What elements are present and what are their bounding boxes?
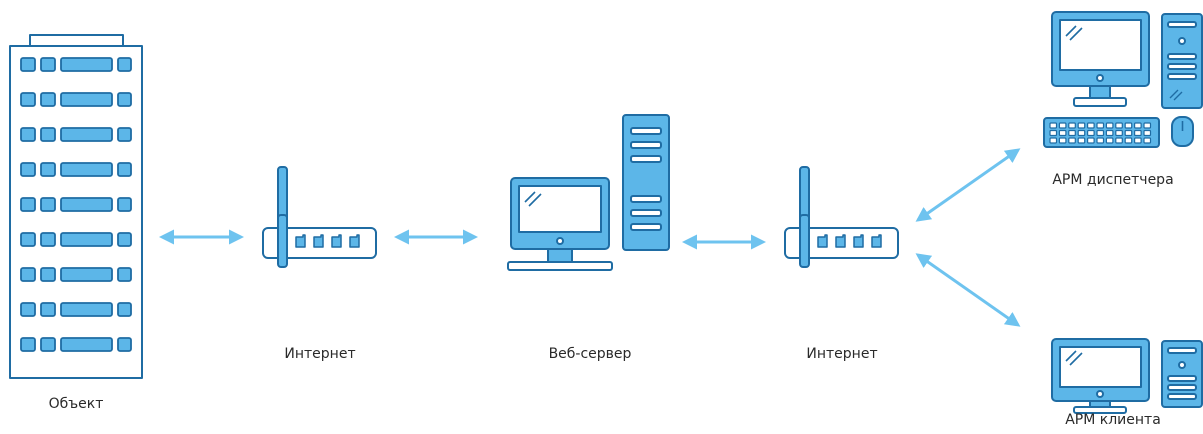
node-label-internet-1: Интернет <box>284 346 356 362</box>
window-icon <box>40 92 56 107</box>
key-icon <box>1096 122 1105 129</box>
window-icon <box>40 337 56 352</box>
key-icon <box>1058 137 1067 144</box>
key-icon <box>1105 137 1114 144</box>
window-icon <box>40 127 56 142</box>
window-icon <box>40 197 56 212</box>
node-label-internet-2: Интернет <box>806 346 878 362</box>
key-icon <box>1086 122 1095 129</box>
window-icon <box>60 267 113 282</box>
key-icon <box>1115 129 1123 137</box>
desktop-pc-icon <box>1051 338 1203 414</box>
node-label-object: Объект <box>48 396 104 412</box>
window-icon <box>117 57 132 72</box>
key-icon <box>1124 129 1133 137</box>
window-icon <box>117 232 132 247</box>
key-icon <box>1049 129 1058 137</box>
key-icon <box>1115 122 1123 129</box>
key-icon <box>1086 137 1095 144</box>
window-icon <box>60 337 113 352</box>
window-icon <box>20 232 36 247</box>
window-icon <box>40 302 56 317</box>
window-icon <box>40 267 56 282</box>
key-icon <box>1068 137 1076 144</box>
key-icon <box>1086 129 1095 137</box>
window-icon <box>20 197 36 212</box>
server-workstation-icon <box>507 114 670 271</box>
node-label-arm-dispatcher: АРМ диспетчера <box>1052 172 1174 188</box>
key-icon <box>1115 137 1123 144</box>
key-icon <box>1077 122 1086 129</box>
key-icon <box>1133 122 1142 129</box>
node-label-web-server: Веб-сервер <box>548 346 632 362</box>
key-icon <box>1133 137 1142 144</box>
window-icon <box>117 197 132 212</box>
window-icon <box>20 127 36 142</box>
window-icon <box>117 337 132 352</box>
key-icon <box>1105 122 1114 129</box>
key-icon <box>1124 122 1133 129</box>
window-icon <box>20 162 36 177</box>
window-icon <box>60 232 113 247</box>
key-icon <box>1143 129 1152 137</box>
connection-arrows <box>159 148 1021 327</box>
window-icon <box>60 162 113 177</box>
node-label-arm-client: АРМ клиента <box>1065 412 1161 428</box>
desktop-pc-icon <box>1043 11 1203 148</box>
window-icon <box>117 92 132 107</box>
window-icon <box>117 267 132 282</box>
window-icon <box>40 232 56 247</box>
window-icon <box>20 57 36 72</box>
window-icon <box>40 57 56 72</box>
key-icon <box>1096 137 1105 144</box>
window-icon <box>60 197 113 212</box>
window-icon <box>117 162 132 177</box>
key-icon <box>1068 129 1076 137</box>
window-icon <box>60 57 113 72</box>
key-icon <box>1049 137 1058 144</box>
key-icon <box>1096 129 1105 137</box>
key-icon <box>1058 122 1067 129</box>
key-icon <box>1068 122 1076 129</box>
key-icon <box>1058 129 1067 137</box>
arrow-internet-client <box>915 253 1021 327</box>
key-icon <box>1049 122 1058 129</box>
key-icon <box>1077 137 1086 144</box>
window-icon <box>117 127 132 142</box>
key-icon <box>1143 137 1152 144</box>
key-icon <box>1077 129 1086 137</box>
window-icon <box>20 92 36 107</box>
key-icon <box>1143 122 1152 129</box>
building-icon <box>9 34 143 379</box>
window-icon <box>60 127 113 142</box>
router-icon <box>784 166 899 268</box>
router-icon <box>262 166 377 268</box>
window-icon <box>20 302 36 317</box>
window-icon <box>40 162 56 177</box>
key-icon <box>1133 129 1142 137</box>
window-icon <box>60 92 113 107</box>
window-icon <box>60 302 113 317</box>
window-icon <box>117 302 132 317</box>
arrow-internet-dispatcher <box>915 148 1021 222</box>
key-icon <box>1124 137 1133 144</box>
key-icon <box>1105 129 1114 137</box>
window-icon <box>20 267 36 282</box>
window-icon <box>20 337 36 352</box>
